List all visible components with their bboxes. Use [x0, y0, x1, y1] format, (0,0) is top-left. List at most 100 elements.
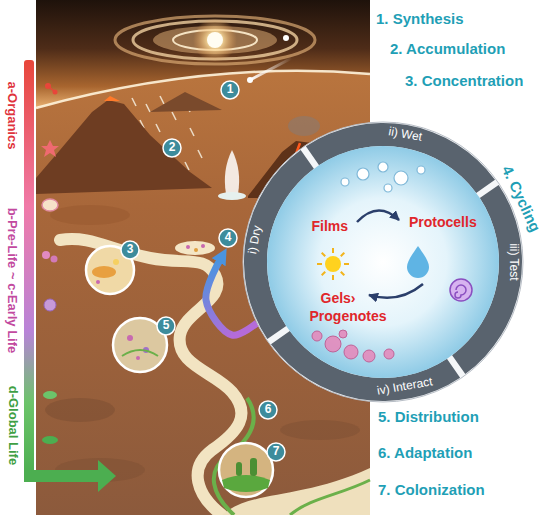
meteor-rain [190, 128, 194, 136]
pool [201, 244, 205, 248]
stage-axis-label: a-Organics [4, 81, 19, 149]
callout-number: 2 [169, 141, 176, 155]
step-label: 6. Adaptation [378, 444, 472, 461]
segment-label: iii) Test [505, 242, 519, 283]
stage-axis-label: d-Global Life [5, 385, 20, 464]
stage-axis-label: b-Pre-Life ~ c-Early Life [4, 207, 19, 353]
vesicle-icon [384, 184, 392, 192]
callout-number: 5 [163, 319, 170, 333]
step-label: 2. Accumulation [390, 40, 505, 57]
callout-badge: 2 [162, 138, 182, 158]
vesicle-icon [394, 171, 408, 185]
pool [175, 241, 215, 255]
river [290, 480, 370, 515]
meteor-rain [160, 96, 164, 104]
life-stage-bar [24, 60, 34, 478]
pool [175, 241, 215, 255]
sun-icon [325, 256, 341, 272]
life-stage-icon [42, 436, 58, 444]
comet [250, 58, 292, 80]
sun-icon [341, 253, 345, 257]
pool [186, 245, 190, 249]
sun-icon [317, 263, 322, 265]
accretion-disk [115, 16, 315, 64]
cycle-arrow [369, 284, 423, 298]
volcano [150, 92, 222, 112]
accretion-disk [193, 18, 237, 62]
callout-number: 4 [225, 231, 232, 245]
magnifier [113, 259, 119, 265]
callout-badge: 3 [120, 240, 140, 260]
life-stage-icon [41, 140, 59, 157]
callout-circle [221, 81, 239, 99]
gel-icon [363, 350, 375, 362]
vesicle-icon [357, 168, 369, 180]
meteor-rain [172, 112, 176, 120]
comet [247, 58, 292, 83]
life-stage-bar [24, 60, 116, 492]
life-stage-icon [48, 86, 55, 92]
sun-icon [322, 272, 326, 276]
callout-badge: 1 [220, 80, 240, 100]
volcano [104, 96, 120, 101]
life-stage-icon [42, 251, 50, 259]
gel-icon [312, 331, 322, 341]
callout-circle [121, 241, 139, 259]
magnifier [127, 335, 133, 341]
magnifier [219, 443, 273, 497]
meteor-rain [156, 124, 160, 132]
cycle-diagram: i) Dryii) Wetiii) Testiv) InteractFilmsP… [243, 122, 523, 402]
callout-circle [157, 317, 175, 335]
sun-icon [317, 248, 349, 280]
ground [45, 398, 115, 422]
life-stage-bar [98, 460, 116, 492]
callout-circle [267, 443, 285, 461]
callout-number: 6 [265, 403, 272, 417]
accretion-disk [173, 30, 257, 50]
callout-badge: 4 [218, 228, 238, 248]
callout-number: 1 [227, 83, 234, 97]
step-label: 5. Distribution [378, 408, 479, 425]
cycle-interior [267, 146, 499, 378]
sun-icon [344, 263, 349, 265]
life-stage-icon [41, 83, 59, 444]
meteor-rain [132, 98, 136, 106]
vesicle-icon [341, 178, 349, 186]
magnifier [250, 458, 257, 476]
magnifier [236, 462, 242, 476]
volcano [36, 100, 212, 194]
ground [280, 420, 360, 440]
callout-badge: 6 [258, 400, 278, 420]
step-label: 1. Synthesis [376, 10, 464, 27]
callout-number: 3 [127, 243, 134, 257]
callout-badge: 5 [156, 316, 176, 336]
life-stage-icon [51, 256, 58, 263]
ring-segment: iii) Test [503, 242, 519, 283]
water-drop-icon [407, 246, 429, 278]
callout-badge: 7 [266, 442, 286, 462]
sky [36, 0, 370, 108]
life-stage-icon [43, 391, 57, 399]
stage-label: Progenotes [310, 308, 387, 324]
gel-icon [339, 330, 347, 338]
stage-label: Protocells [409, 214, 477, 230]
sun-icon [322, 253, 326, 257]
geyser [225, 150, 239, 194]
geyser [218, 150, 246, 200]
comet [247, 77, 253, 83]
magnifier [122, 350, 158, 356]
cycle-circle [243, 122, 523, 402]
volcano [288, 116, 320, 136]
step-label: 7. Colonization [378, 481, 485, 498]
step-label: 3. Concentration [405, 72, 523, 89]
stage-label: Films [312, 218, 349, 234]
cycle-circle [243, 122, 523, 402]
callout-number: 7 [273, 445, 280, 459]
river [222, 468, 370, 515]
progenote-icon [455, 285, 466, 298]
stage-label: Gels› [321, 290, 356, 306]
accretion-disk [207, 32, 223, 48]
magnifier [136, 356, 140, 360]
accretion-disk [283, 35, 289, 41]
